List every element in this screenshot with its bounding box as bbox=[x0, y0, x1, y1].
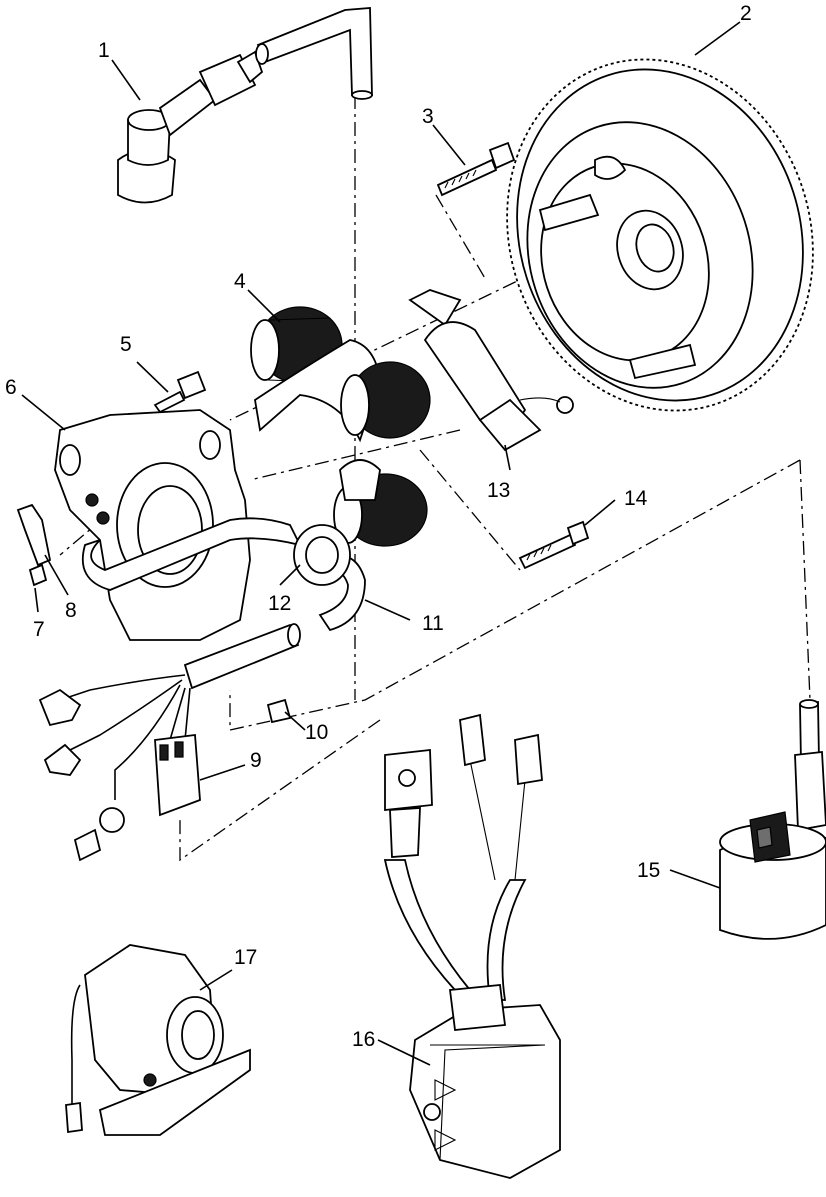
callout-numbers: 1 2 3 4 5 6 7 8 9 10 11 12 13 14 15 16 1… bbox=[5, 2, 752, 1051]
callout-5: 5 bbox=[120, 333, 132, 356]
screw-5 bbox=[153, 370, 207, 414]
callout-10: 10 bbox=[305, 721, 328, 744]
callout-14: 14 bbox=[624, 487, 648, 510]
callout-16: 16 bbox=[352, 1028, 375, 1051]
screw-10 bbox=[266, 698, 292, 724]
callout-2: 2 bbox=[740, 2, 752, 25]
callout-7: 7 bbox=[33, 618, 45, 641]
callout-6: 6 bbox=[5, 376, 17, 399]
callout-1: 1 bbox=[98, 39, 110, 62]
callout-11: 11 bbox=[422, 612, 444, 635]
leader-lines bbox=[21, 21, 741, 1066]
grommet bbox=[293, 524, 351, 586]
callout-9: 9 bbox=[250, 749, 262, 772]
spark-plug-cap bbox=[117, 50, 264, 204]
bolt-3 bbox=[436, 141, 516, 197]
ignition-coil bbox=[719, 699, 826, 940]
bolt-14 bbox=[518, 520, 590, 570]
callout-12: 12 bbox=[268, 592, 291, 615]
callout-8: 8 bbox=[65, 599, 77, 622]
screw-7 bbox=[28, 563, 48, 587]
clamp-8 bbox=[16, 503, 52, 567]
pulser-coil bbox=[408, 289, 574, 452]
callout-13: 13 bbox=[487, 479, 510, 502]
callout-15: 15 bbox=[637, 859, 660, 882]
callout-3: 3 bbox=[422, 105, 434, 128]
flywheel bbox=[506, 58, 814, 412]
wire-harness bbox=[38, 517, 302, 862]
cdi-unit bbox=[383, 713, 561, 1179]
callout-4: 4 bbox=[234, 270, 246, 293]
high-tension-lead bbox=[255, 7, 373, 100]
starter-relay bbox=[65, 944, 251, 1136]
stator-coils bbox=[250, 306, 431, 547]
callout-17: 17 bbox=[234, 946, 257, 969]
